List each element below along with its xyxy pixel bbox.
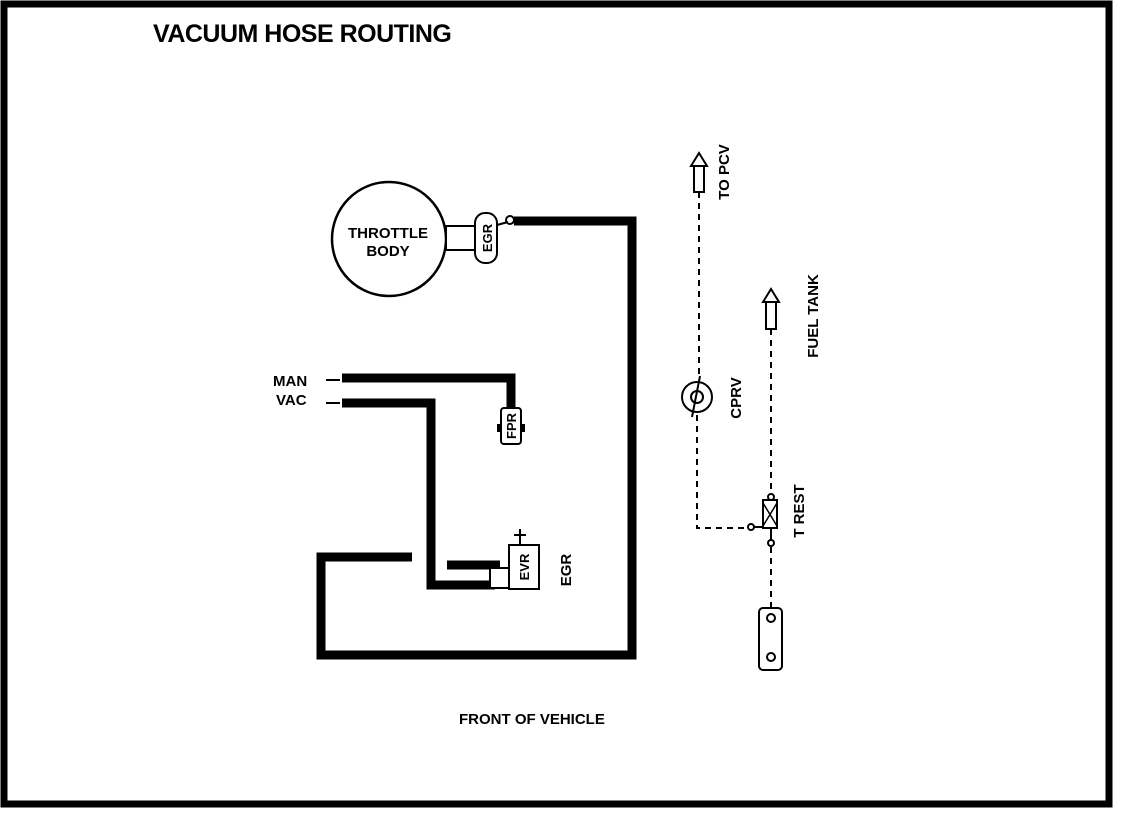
fpr-vacuum-hose <box>342 373 516 408</box>
fuel-pressure-regulator: FPR <box>497 407 525 445</box>
throttle-body-label-line1: THROTTLE <box>348 225 428 242</box>
egr-solenoid-label: EGR <box>558 554 575 587</box>
fpr-label: FPR <box>504 412 519 439</box>
egr-vacuum-hose <box>316 216 637 660</box>
vapor-canister <box>758 607 783 671</box>
t-rest-restrictor <box>762 493 778 547</box>
to-pcv-fitting <box>689 151 709 193</box>
cprv-valve <box>681 375 713 418</box>
diagram-frame <box>0 0 1113 808</box>
front-of-vehicle-label: FRONT OF VEHICLE <box>459 711 605 728</box>
egr-valve-label: EGR <box>480 223 495 252</box>
man-label: MAN <box>273 373 307 390</box>
fuel-tank-label: FUEL TANK <box>805 274 822 358</box>
vac-label: VAC <box>276 392 307 409</box>
evr-label: EVR <box>517 553 532 580</box>
egr-valve: EGR <box>445 212 515 264</box>
evr-vacuum-hose <box>342 398 495 590</box>
to-pcv-label: TO PCV <box>716 144 733 200</box>
cprv-tee-port <box>747 523 755 531</box>
diagram-title: VACUUM HOSE ROUTING <box>153 20 451 48</box>
fuel-tank-fitting <box>761 287 781 330</box>
evr-solenoid: EVR <box>489 529 540 590</box>
throttle-body: THROTTLE BODY <box>330 180 448 298</box>
t-rest-label: T REST <box>791 484 808 537</box>
throttle-body-label-line2: BODY <box>366 243 409 260</box>
cprv-label: CPRV <box>728 377 745 418</box>
cprv-dashed-hose <box>696 415 747 529</box>
